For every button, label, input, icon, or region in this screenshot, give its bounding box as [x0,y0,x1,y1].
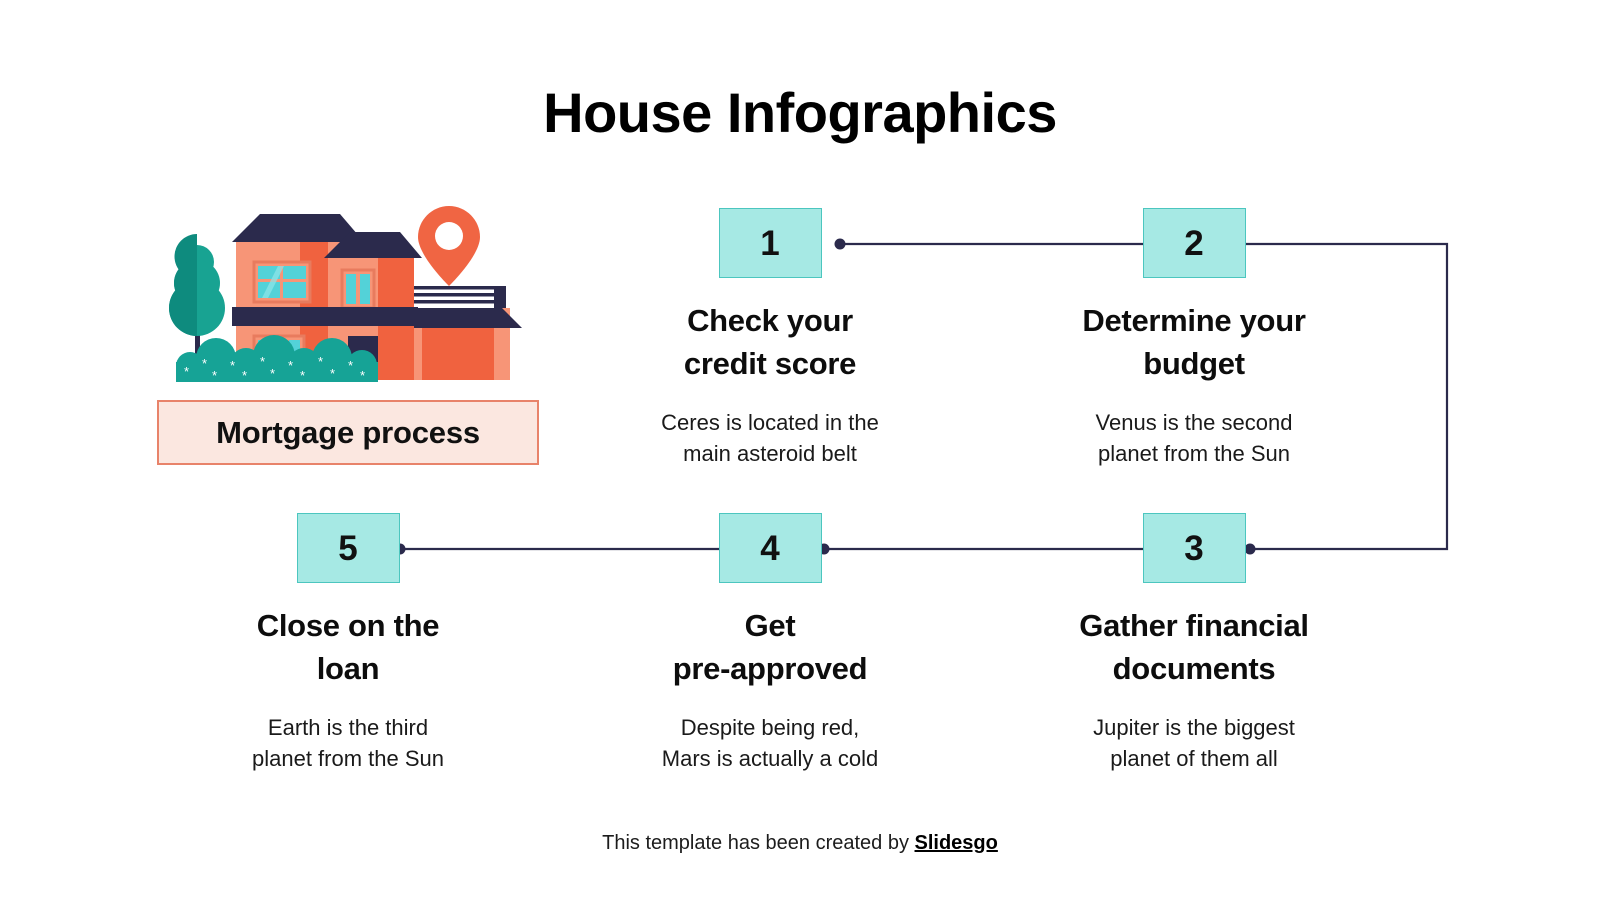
step-2-title-line2: budget [1143,345,1245,381]
step-5-description: Earth is the third planet from the Sun [178,712,518,774]
footer-text: This template has been created by [602,832,915,854]
svg-text:*: * [348,358,353,373]
step-1-description: Ceres is located in the main asteroid be… [600,407,940,469]
step-1-desc-line2: main asteroid belt [683,440,857,466]
step-5-desc-line2: planet from the Sun [251,745,444,771]
step-4-number: 4 [760,528,780,568]
step-5-title: Close on the loan [178,605,518,691]
svg-text:*: * [184,364,189,379]
svg-text:*: * [300,368,305,383]
step-1-desc-line1: Ceres is located in the [661,409,879,435]
step-1-title-line2: credit score [683,345,857,381]
step-4-title-line1: Get [744,608,796,643]
step-3-desc-line2: planet of them all [1110,745,1278,771]
svg-text:*: * [318,354,323,369]
svg-text:*: * [270,366,275,381]
svg-text:*: * [212,368,217,383]
step-5-title-line1: Close on the [256,608,440,643]
step-4-description: Despite being red, Mars is actually a co… [600,712,940,774]
map-pin-icon [418,206,480,286]
step-1-title: Check your credit score [600,300,940,386]
svg-text:*: * [330,366,335,381]
tree-icon [169,234,225,364]
svg-text:*: * [202,356,207,371]
step-4-title-line2: pre-approved [672,650,868,686]
page-title: House Infographics [543,81,1057,144]
svg-text:*: * [288,358,293,373]
step-3-title: Gather financial documents [1024,605,1364,691]
step-4-number-box[interactable]: 4 [718,513,822,583]
step-2[interactable]: 2 Determine your budget Venus is the sec… [1024,208,1364,469]
step-1-number: 1 [760,223,780,263]
step-3[interactable]: 3 Gather financial documents Jupiter is … [1024,513,1364,774]
step-3-desc-line1: Jupiter is the biggest [1093,714,1295,740]
step-5-number-box[interactable]: 5 [296,513,400,583]
step-3-title-line1: Gather financial [1079,608,1309,643]
step-5-title-line2: loan [316,650,380,686]
step-1-title-line1: Check your [687,303,853,338]
step-2-desc-line1: Venus is the second [1095,409,1293,435]
bushes: * * * * * * * * * * * * * [176,335,378,383]
footer: This template has been created by Slides… [0,832,1600,855]
garage-door [422,328,494,380]
svg-text:*: * [242,368,247,383]
step-4[interactable]: 4 Get pre-approved Despite being red, Ma… [600,513,940,774]
step-1[interactable]: 1 Check your credit score Ceres is locat… [600,208,940,469]
step-4-desc-line1: Despite being red, [680,714,860,740]
mortgage-process-label: Mortgage process [216,414,480,450]
step-4-desc-line2: Mars is actually a cold [661,745,879,771]
svg-text:*: * [230,358,235,373]
svg-text:*: * [360,368,365,383]
step-2-number: 2 [1184,223,1204,263]
step-5[interactable]: 5 Close on the loan Earth is the third p… [178,513,518,774]
step-2-desc-line2: planet from the Sun [1097,440,1290,466]
house-illustration: * * * * * * * * * * * * * [150,190,550,390]
svg-text:*: * [260,354,265,369]
window-upper-left [252,260,312,304]
step-3-number-box[interactable]: 3 [1142,513,1246,583]
step-3-number: 3 [1184,528,1204,568]
step-4-title: Get pre-approved [600,605,940,691]
railing [412,286,506,308]
mortgage-process-label-box: Mortgage process [157,400,539,465]
step-1-number-box[interactable]: 1 [718,208,822,278]
step-2-title-line1: Determine your [1082,303,1306,338]
step-3-description: Jupiter is the biggest planet of them al… [1024,712,1364,774]
step-3-title-line2: documents [1112,650,1276,686]
step-5-number: 5 [338,528,358,568]
step-5-desc-line1: Earth is the third [267,714,429,740]
window-upper-right [340,268,376,310]
step-2-title: Determine your budget [1024,300,1364,386]
slidesgo-link[interactable]: Slidesgo [914,832,998,854]
step-2-number-box[interactable]: 2 [1142,208,1246,278]
step-2-description: Venus is the second planet from the Sun [1024,407,1364,469]
